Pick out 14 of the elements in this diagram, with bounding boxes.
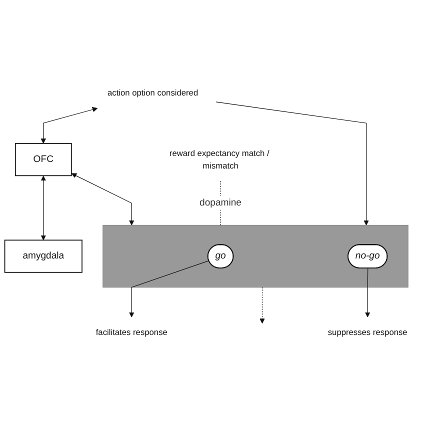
arrow <box>40 106 98 144</box>
node-text: reward expectancy match / mismatch <box>169 148 270 170</box>
node-text: action option considered <box>108 88 198 98</box>
node-text: suppresses response <box>328 327 408 337</box>
arrow <box>364 268 370 318</box>
cluster <box>102 224 408 288</box>
node-text: facilitates response <box>96 327 168 337</box>
arrow <box>260 286 265 324</box>
node-box: OFC <box>14 142 72 176</box>
arrow <box>71 173 134 226</box>
node-box: amygdala <box>4 240 82 273</box>
edge-label: dopamine <box>200 198 242 208</box>
arrow <box>129 260 210 318</box>
arrow <box>40 175 46 240</box>
